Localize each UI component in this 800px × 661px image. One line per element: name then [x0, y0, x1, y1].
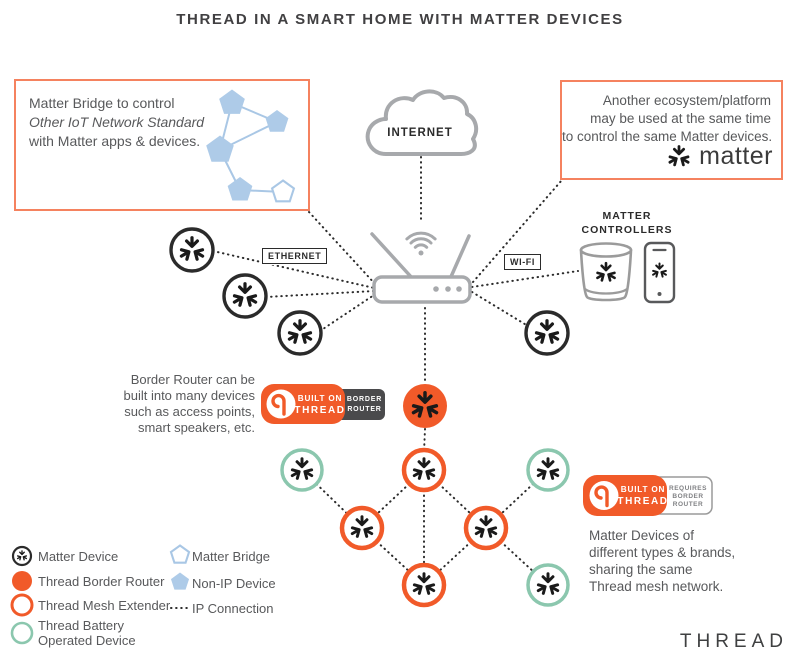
badge-tag-line: BORDER [672, 493, 703, 500]
badge-tag-line: REQUIRES [669, 485, 707, 492]
badge-built-on: BUILT ON [621, 485, 665, 494]
thread-battery-device-circle [526, 448, 570, 492]
matter-device-circle [169, 227, 215, 273]
matter-controllers-label: MATTER CONTROLLERS [581, 210, 673, 236]
internet-cloud-icon: INTERNET [365, 89, 479, 156]
thread-logo-icon [264, 387, 298, 421]
smartphone-icon [643, 241, 676, 304]
wifi-label: WI-FI [504, 254, 541, 270]
legend-label-matter-device: Matter Device [38, 549, 119, 564]
ip-connection-lines [212, 156, 579, 586]
legend-non-ip-device-icon [170, 572, 190, 590]
legend-matter-device-icon [11, 545, 33, 567]
legend-thread-mesh-extender-icon [10, 593, 34, 617]
thread-logo-icon [587, 479, 621, 512]
wifi-signal-icon [405, 231, 437, 256]
legend-label-ip-connection: IP Connection [192, 601, 274, 616]
thread-battery-device-circle [526, 563, 570, 607]
ethernet-label: ETHERNET [262, 248, 328, 264]
wifi-router-icon [370, 231, 472, 304]
badge-thread: THREAD [617, 496, 668, 507]
thread-mesh-extender-circle [339, 505, 385, 551]
matter-logo-icon [666, 144, 692, 168]
bridged-iot-network [206, 89, 294, 202]
thread-battery-device-circle [280, 448, 324, 492]
badge-thread: THREAD [294, 405, 345, 416]
legend-thread-battery-device-icon [10, 621, 34, 645]
badge-tag-line: ROUTER [673, 501, 703, 508]
thread-mesh-extender-circle [401, 562, 447, 608]
matter-brand: matter [666, 142, 773, 171]
legend-label-non-ip-device: Non-IP Device [192, 576, 276, 591]
page-title: THREAD IN A SMART HOME WITH MATTER DEVIC… [176, 11, 624, 28]
matter-bridge-callout: Matter Bridge to control Other IoT Netwo… [14, 79, 310, 211]
built-on-thread-requires-border-router-badge: REQUIRES BORDER ROUTER BUILT ON THREAD [583, 475, 713, 516]
matter-bridge-callout-text: Matter Bridge to control Other IoT Netwo… [29, 95, 205, 149]
legend-label-matter-bridge: Matter Bridge [192, 549, 271, 564]
border-router-note: Border Router can be built into many dev… [123, 372, 255, 435]
badge-built-on: BUILT ON [298, 394, 342, 403]
ecosystem-callout: Another ecosystem/platform may be used a… [560, 80, 783, 180]
matter-device-circle [222, 273, 268, 319]
thread-wordmark: THREAD [679, 631, 788, 652]
antenna-right [448, 234, 471, 281]
thread-border-router-circle [403, 384, 447, 428]
badge-tag-line: ROUTER [347, 406, 381, 413]
legend-label-thread-mesh-extender: Thread Mesh Extender [38, 598, 171, 613]
matter-device-circle [524, 310, 570, 356]
built-on-thread-border-router-badge: BORDER ROUTER BUILT ON THREAD [261, 384, 385, 424]
ecosystem-callout-text: Another ecosystem/platform may be used a… [562, 93, 773, 144]
matter-wordmark: matter [699, 142, 773, 170]
internet-label: INTERNET [387, 127, 453, 139]
thread-mesh-extender-circle [401, 447, 447, 493]
smart-speaker-icon [579, 242, 633, 302]
mesh-network-note: Matter Devices of different types & bran… [589, 528, 736, 594]
legend-thread-border-router-icon [12, 571, 32, 591]
thread-mesh-extender-circle [463, 505, 509, 551]
badge-tag-line: BORDER [347, 396, 382, 403]
legend-label-thread-border-router: Thread Border Router [38, 574, 165, 589]
legend-matter-bridge-icon [171, 546, 189, 563]
legend-label-thread-battery-device: Thread Battery Operated Device [38, 618, 136, 648]
legend-icons [10, 545, 190, 645]
matter-device-circle [277, 310, 323, 356]
antenna-left [370, 232, 415, 281]
